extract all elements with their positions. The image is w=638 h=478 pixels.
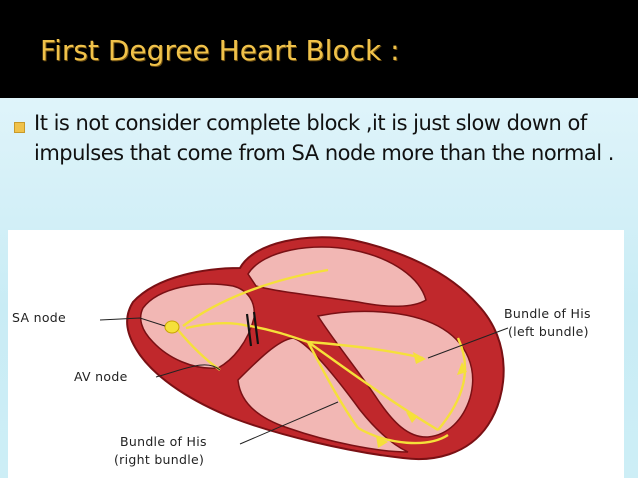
slide-title: First Degree Heart Block :	[40, 34, 400, 67]
arrow-descending	[406, 412, 418, 423]
bullet-text: It is not consider complete block ,it is…	[34, 111, 614, 165]
pathway-arrows	[376, 352, 467, 448]
title-bar: First Degree Heart Block :	[0, 0, 638, 98]
atrial-pathway-mid	[185, 322, 249, 330]
heart-conduction-diagram: SA node AV node Bundle of His (left bund…	[8, 230, 624, 478]
arrow-right-wall	[457, 362, 467, 375]
leader-sa-node	[99, 317, 166, 327]
sa-node-label: SA node	[12, 310, 66, 325]
bundle-right-label-line2: (right bundle)	[114, 452, 205, 467]
leader-av-node	[155, 364, 221, 378]
heart-illustration	[99, 236, 509, 461]
av-block-symbol	[245, 311, 260, 347]
left-bundle-upper	[307, 340, 424, 360]
bundle-left-label-line1: Bundle of His	[504, 306, 591, 321]
bundle-right-label-line1: Bundle of His	[120, 434, 207, 449]
av-node-label: AV node	[74, 369, 128, 384]
left-bundle-descending	[307, 341, 439, 432]
atrium-upper-chamber	[247, 246, 427, 308]
sa-node-dot	[164, 320, 180, 334]
bullet-square-icon	[14, 122, 25, 133]
leader-left-bundle	[427, 327, 509, 359]
atrial-pathway-top	[182, 268, 329, 327]
conduction-pathways	[177, 268, 467, 445]
leader-lines	[99, 317, 509, 445]
purkinje-right-wall	[437, 337, 467, 431]
purkinje-lower	[357, 426, 449, 445]
right-bundle-descending	[306, 341, 359, 429]
leader-right-bundle	[239, 401, 339, 445]
arrow-lower	[376, 436, 388, 448]
bundle-left-label-line2: (left bundle)	[508, 324, 589, 339]
arrow-left-bundle	[413, 352, 426, 364]
